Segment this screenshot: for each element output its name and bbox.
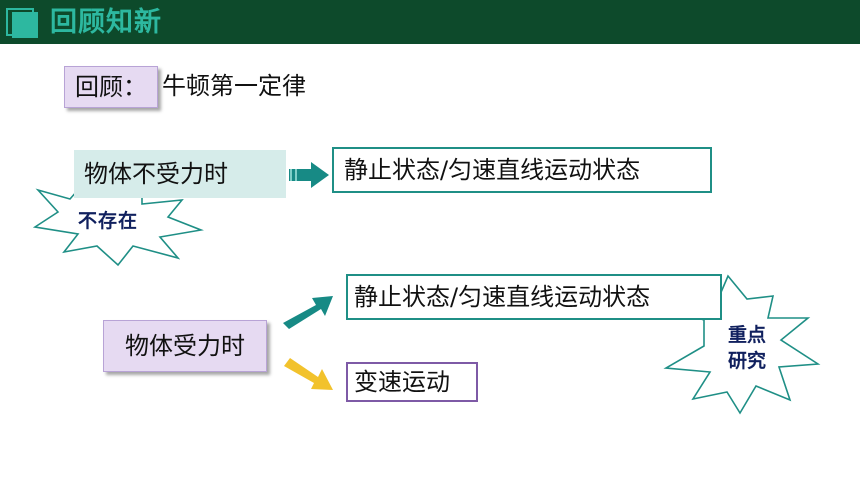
not-exist-label: 不存在 xyxy=(78,210,139,232)
no-force-result-box: 静止状态/匀速直线运动状态 xyxy=(332,147,712,193)
arrow-up-right-icon xyxy=(283,296,333,329)
variable-motion-box: 变速运动 xyxy=(346,362,478,402)
balanced-result-box: 静止状态/匀速直线运动状态 xyxy=(346,274,722,320)
key-study-line1: 重点 xyxy=(727,324,766,346)
no-force-case-box: 物体不受力时 xyxy=(74,150,286,198)
key-study-line2: 研究 xyxy=(727,350,766,372)
force-case-box: 物体受力时 xyxy=(103,320,267,372)
page-title: 回顾知新 xyxy=(50,7,162,38)
review-label-box: 回顾： xyxy=(64,66,158,108)
arrow-right-icon xyxy=(289,162,329,188)
key-study-label: 重点 研究 xyxy=(720,322,774,374)
header-bar xyxy=(0,0,860,44)
header-square-icon xyxy=(12,12,38,38)
arrow-down-right-icon xyxy=(284,358,333,390)
review-text: 牛顿第一定律 xyxy=(162,72,306,100)
